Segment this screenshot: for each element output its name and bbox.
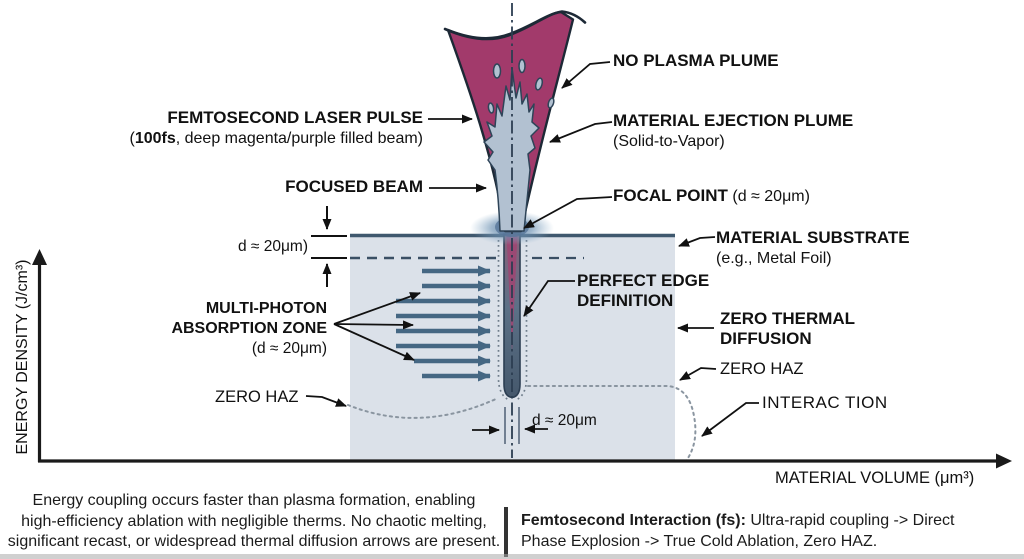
multi-photon-arrows — [396, 265, 491, 382]
x-axis-arrowhead — [996, 453, 1012, 469]
focused-beam-label: FOCUSED BEAM — [285, 177, 423, 196]
multi-photon-fan-arrows — [333, 292, 421, 361]
plume-droplet — [487, 102, 495, 114]
kerf-dimension-arrows — [472, 424, 548, 435]
multi-photon-line1: MULTI-PHOTON — [205, 300, 327, 317]
perfect-edge-line2: DEFINITION — [577, 291, 674, 310]
perfect-edge-definition-label: PERFECT EDGE DEFINITION — [577, 271, 709, 311]
caption-left: Energy coupling occurs faster than plasm… — [2, 491, 506, 553]
perfect-edge-dotted-lines — [497, 240, 528, 401]
substrate-subtitle: (e.g., Metal Foil) — [716, 250, 832, 267]
leader-substrate — [678, 236, 716, 247]
caption-right: Femtosecond Interaction (fs): Ultra-rapi… — [521, 511, 1007, 552]
caption-left-line1: Energy coupling occurs faster than plasm… — [32, 492, 476, 509]
focal-depth-dimension-label: d ≈ 20μm) — [238, 238, 308, 255]
ejection-title: MATERIAL EJECTION PLUME — [613, 111, 854, 130]
material-ejection-plume-label: MATERIAL EJECTION PLUME (Solid-to-Vapor) — [613, 110, 853, 152]
leader-interaction — [701, 402, 759, 437]
femtosecond-subtitle: (100fs, deep magenta/purple filled beam) — [129, 130, 423, 147]
zero-thermal-line1: ZERO THERMAL — [720, 309, 856, 328]
chart-axes — [32, 249, 1012, 469]
leader-zero-haz-left — [305, 395, 347, 407]
focal-point-normal: (d ≈ 20μm) — [727, 188, 810, 205]
substrate-title: MATERIAL SUBSTRATE — [716, 228, 910, 247]
multi-photon-sub: (d ≈ 20μm) — [251, 340, 327, 357]
leader-ejection — [549, 121, 613, 143]
bottom-edge-artifact — [0, 554, 1024, 559]
multi-photon-line2: ABSORPTION ZONE — [171, 320, 327, 337]
interaction-label: INTERAC TION — [762, 393, 888, 412]
no-plasma-plume-label: NO PLASMA PLUME — [613, 51, 779, 70]
femtosecond-title: FEMTOSECOND LASER PULSE — [167, 108, 423, 127]
plume-droplet — [518, 58, 526, 74]
depth-dimension-marker — [311, 206, 347, 287]
leader-perfect-edge — [523, 280, 575, 317]
y-axis-arrowhead — [32, 249, 47, 265]
zero-thermal-line2: DIFFUSION — [720, 329, 812, 348]
y-axis-label: ENERGY DENSITY (J/cm³) — [14, 259, 31, 455]
plume-droplet — [534, 77, 544, 91]
leader-zero-haz-right — [679, 367, 717, 381]
caption-left-line3: significant recast, or widespread therma… — [7, 533, 501, 550]
kerf-width-dimension-label: d ≈ 20μm — [532, 412, 597, 429]
zero-haz-right-label: ZERO HAZ — [720, 360, 804, 378]
caption-right-line1: Femtosecond Interaction (fs): Ultra-rapi… — [521, 512, 955, 529]
perfect-edge-line1: PERFECT EDGE — [577, 271, 710, 290]
material-substrate-label: MATERIAL SUBSTRATE (e.g., Metal Foil) — [716, 227, 910, 269]
focal-point-bold: FOCAL POINT — [613, 186, 728, 205]
focal-point-label: FOCAL POINT (d ≈ 20μm) — [613, 186, 810, 206]
zero-haz-dotted-contours — [347, 385, 697, 462]
femtosecond-laser-pulse-label: FEMTOSECOND LASER PULSE (100fs, deep mag… — [117, 107, 423, 149]
multi-photon-absorption-zone-label: MULTI-PHOTON ABSORPTION ZONE (d ≈ 20μm) — [158, 299, 327, 359]
zero-haz-left-label: ZERO HAZ — [215, 388, 299, 406]
caption-right-line2: Phase Explosion -> True Cold Ablation, Z… — [521, 532, 878, 550]
x-axis-label: MATERIAL VOLUME (μm³) — [775, 469, 975, 487]
plume-droplet — [492, 63, 502, 79]
caption-left-line2: high-efficiency ablation with negligible… — [21, 512, 487, 530]
zero-thermal-diffusion-label: ZERO THERMAL DIFFUSION — [720, 309, 855, 349]
leader-no-plasma — [561, 61, 611, 89]
caption-divider — [504, 507, 508, 557]
label-leader-arrows — [305, 61, 759, 437]
plume-droplet — [547, 97, 555, 109]
leader-focal-point — [523, 196, 613, 229]
ejection-subtitle: (Solid-to-Vapor) — [613, 133, 725, 150]
beam-top-curve — [443, 10, 587, 41]
